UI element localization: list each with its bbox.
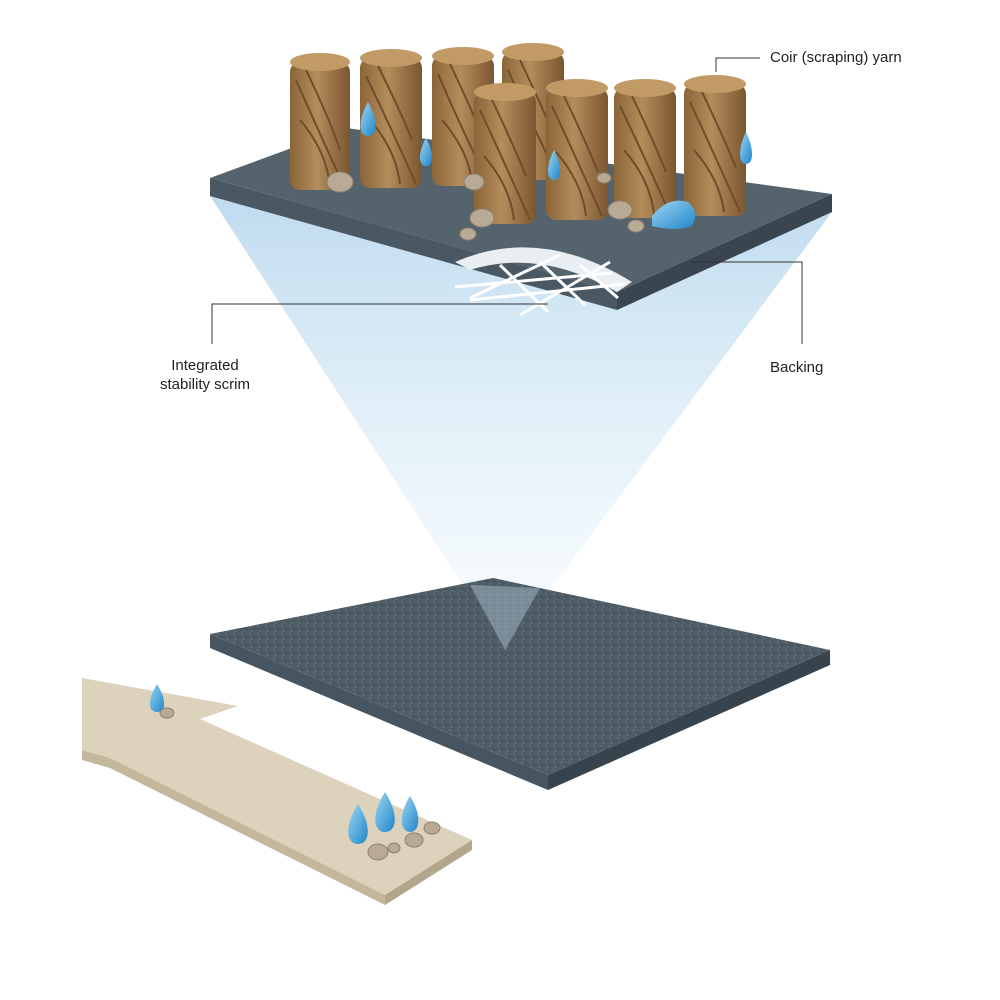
backing-label-text: Backing (770, 359, 824, 376)
mat-dirt-pebbles (326, 171, 645, 241)
arrow-water-drops (149, 684, 419, 844)
coir-yarn-leader (715, 57, 760, 72)
callout-lines (211, 57, 803, 344)
walk-direction-arrow (82, 678, 472, 905)
arrow-dirt-pebbles (159, 707, 441, 861)
yarn-bundle (684, 75, 746, 216)
yarn-bundle (360, 49, 422, 188)
backing-leader (690, 261, 803, 344)
scrim-label-line1: Integrated (171, 357, 239, 374)
yarn-bundle (474, 83, 536, 224)
coir-yarn-label-text: Coir (scraping) yarn (770, 49, 902, 66)
scrim-label-line2: stability scrim (160, 376, 251, 393)
yarn-bundle (290, 53, 350, 190)
scrim-label: Integrated stability scrim (160, 356, 250, 394)
scrim-leader (211, 303, 548, 344)
backing-label: Backing (770, 358, 823, 377)
mat-water-drops (360, 102, 752, 229)
light-cone-tip (470, 585, 540, 650)
coir-yarn-bundles (290, 43, 746, 224)
yarn-bundle (614, 79, 676, 218)
yarn-bundle (546, 79, 608, 220)
coir-yarn-label: Coir (scraping) yarn (770, 48, 902, 67)
bottom-mat (210, 578, 830, 790)
stability-scrim-grid (454, 253, 626, 317)
scrim-cutaway (454, 247, 632, 317)
light-cone (210, 196, 832, 650)
